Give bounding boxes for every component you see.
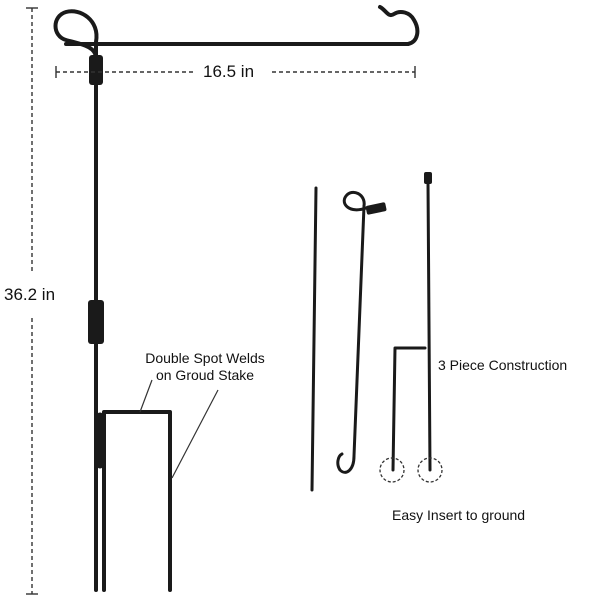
- curl-top: [342, 190, 368, 212]
- welds-leader-lines: [139, 379, 219, 479]
- insert-circle-right: [417, 457, 443, 483]
- insert-circle-left: [379, 457, 405, 483]
- width-dimension-label: 16.5 in: [199, 62, 259, 82]
- width-dimension-ticks: [55, 66, 416, 78]
- insert-callout: Easy Insert to ground: [392, 507, 526, 523]
- construction-callout: 3 Piece Construction: [438, 357, 568, 373]
- ground-stake-frame: [102, 410, 172, 592]
- ground-stake: [96, 410, 172, 592]
- welds-callout: Double Spot Welds on Groud Stake: [140, 350, 270, 384]
- stake-rod-ushape: [391, 346, 427, 472]
- assembled-stand: [53, 5, 420, 592]
- stake-rod-tip: [424, 172, 432, 184]
- part-curl-hook-rod: [336, 190, 368, 474]
- welds-leader-top: [139, 379, 153, 413]
- part-stake-rod: [391, 180, 432, 472]
- welds-callout-line1: Double Spot Welds: [145, 350, 265, 366]
- curl-rod-sleeve: [365, 202, 387, 215]
- stake-rod-pole: [426, 180, 432, 472]
- height-dimension-label: 36.2 in: [0, 285, 60, 305]
- welds-leader-side: [171, 389, 219, 479]
- top-curl-loop: [53, 9, 99, 60]
- upper-connector-sleeve: [89, 55, 103, 85]
- welds-callout-line2: on Groud Stake: [155, 367, 255, 383]
- arm-end-hook: [378, 5, 420, 46]
- height-dimension-ticks: [26, 7, 38, 595]
- part-straight-rod: [310, 186, 318, 492]
- middle-connector-sleeve: [88, 300, 104, 344]
- insert-circles: [379, 457, 443, 483]
- curl-rod-body: [336, 204, 366, 474]
- straight-rod: [310, 186, 318, 492]
